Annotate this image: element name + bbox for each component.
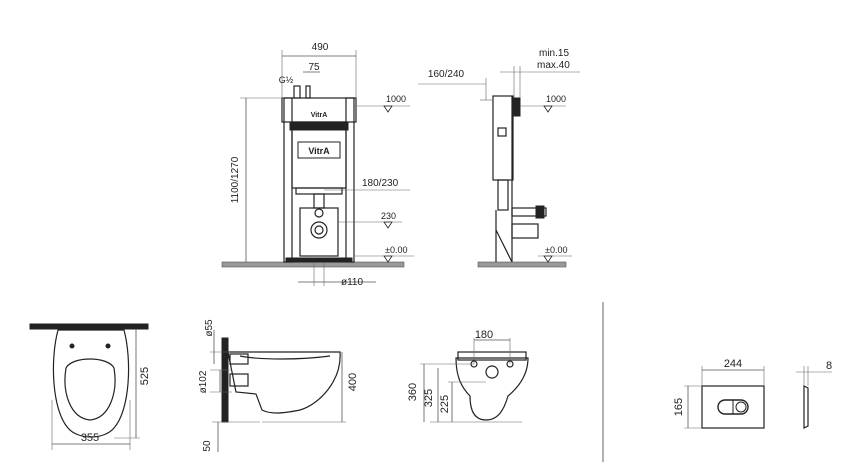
frame-top-bar xyxy=(289,121,349,131)
bowl-side-view: ø55 ø102 400 50 xyxy=(198,319,359,452)
outlet-ring-outer xyxy=(310,221,328,239)
bowl-front-view: 180 360 325 225 xyxy=(407,329,529,423)
bowl-front-outline xyxy=(455,357,529,421)
bowl-front-h325-label: 325 xyxy=(423,389,435,407)
bowl-front-rim xyxy=(457,351,527,361)
plate-depth-label: 8 xyxy=(826,360,832,372)
bowl-front-center-hole xyxy=(485,365,499,379)
dim-width-label: 490 xyxy=(312,42,329,53)
brand-label-large: VitrA xyxy=(308,146,330,156)
bowl-width-label: 355 xyxy=(81,432,99,444)
inlet-level-label: 230 xyxy=(381,211,396,221)
side-level-top-label: 1000 xyxy=(546,94,566,104)
bowl-front-top-label: 180 xyxy=(475,329,493,341)
thread-label: G½ xyxy=(279,75,294,85)
drain-pipe xyxy=(313,193,325,209)
bowl-front-h360-label: 360 xyxy=(407,383,419,401)
bowl-top-bolt-left xyxy=(69,343,75,349)
level-top-marker xyxy=(383,105,393,113)
bowl-top-outline xyxy=(52,329,130,438)
bowl-side-wall xyxy=(221,337,229,423)
bowl-side-outline xyxy=(227,351,341,414)
valve-left xyxy=(293,85,301,99)
bowl-top-bolt-right xyxy=(105,343,111,349)
brand-label-small: VitrA xyxy=(311,112,328,119)
frame-side-view: 160/240 min.15 max.40 1000 ±0.00 xyxy=(418,48,580,268)
bowl-front-h225-label: 225 xyxy=(439,395,451,413)
bowl-height-label: 400 xyxy=(347,373,359,391)
inlet-level-marker xyxy=(383,221,393,229)
frame-front-view: VitrA VitrA 490 75 G½ 1100/1270 1000 xyxy=(221,42,414,288)
plate-width-label: 244 xyxy=(724,358,742,370)
bowl-side-rim xyxy=(239,355,331,360)
inlet-connector xyxy=(314,208,324,218)
side-outlet xyxy=(511,223,539,239)
side-max-label: max.40 xyxy=(537,60,570,71)
bowl-bottom-label: 50 xyxy=(202,440,213,452)
side-flush-plate xyxy=(513,97,521,117)
valve-right xyxy=(305,85,311,99)
dim-drain-height-label: 180/230 xyxy=(362,178,399,189)
dim-pipe-offset-label: 75 xyxy=(308,62,320,73)
plate-height-label: 165 xyxy=(673,398,685,416)
bowl-side-outlet xyxy=(229,373,249,387)
bowl-top-seat xyxy=(64,358,116,421)
flush-button-right xyxy=(735,401,747,413)
ground-line xyxy=(221,261,405,268)
bowl-d102-label: ø102 xyxy=(198,370,209,393)
side-level-top-marker xyxy=(543,105,553,113)
outlet-ring-inner xyxy=(314,225,324,235)
side-button xyxy=(497,127,507,137)
bowl-top-view: 525 355 xyxy=(29,323,151,450)
side-drain-pipe xyxy=(497,179,509,211)
frame-foot-bar xyxy=(285,257,353,263)
side-zero-label: ±0.00 xyxy=(545,245,567,255)
side-min-label: min.15 xyxy=(539,48,569,59)
zero-level-marker xyxy=(383,255,393,263)
side-zero-marker xyxy=(543,255,553,263)
pipe-dia-label: ø110 xyxy=(341,277,363,288)
frame-flush-plate xyxy=(297,141,341,159)
flush-plate-view: 244 165 8 xyxy=(673,358,832,429)
dim-height-label: 1100/1270 xyxy=(230,156,241,203)
zero-level-label: ±0.00 xyxy=(385,245,407,255)
bowl-length-label: 525 xyxy=(139,367,151,385)
bowl-d55-label: ø55 xyxy=(204,319,215,337)
lower-bracket xyxy=(299,207,339,257)
plate-side-profile xyxy=(803,385,809,429)
cistern-bottom xyxy=(295,187,343,195)
level-top-label: 1000 xyxy=(386,94,406,104)
side-ground-line xyxy=(477,261,567,268)
bowl-top-wall xyxy=(29,323,149,330)
side-frame-brace xyxy=(495,229,513,263)
bowl-side-inlet xyxy=(229,353,249,365)
side-depth-label: 160/240 xyxy=(428,69,465,80)
side-cistern-body xyxy=(492,95,514,181)
side-bolt-upper xyxy=(511,207,547,217)
side-bolt-head xyxy=(535,205,545,219)
